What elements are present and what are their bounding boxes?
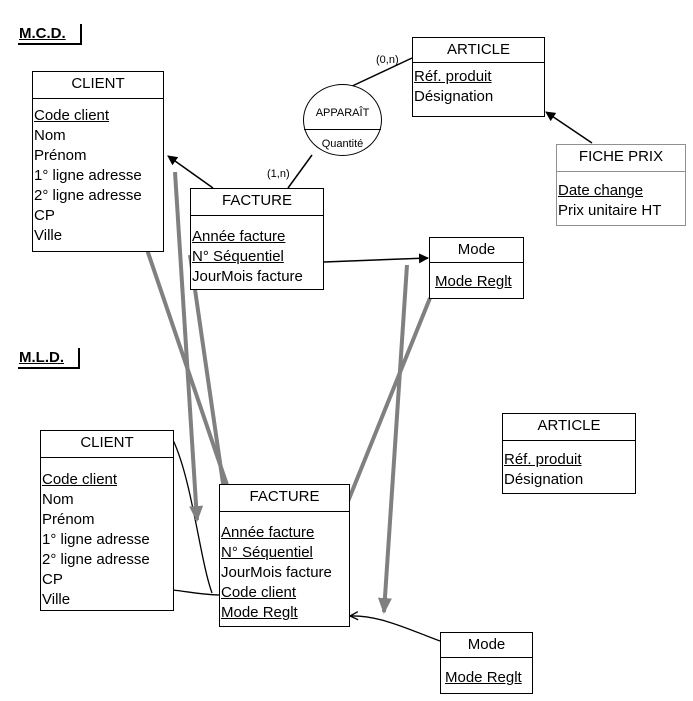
association-name: APPARAÎT <box>315 107 370 119</box>
column-adresse-1: 1° ligne adresse <box>42 531 150 548</box>
entity-title: Mode <box>430 238 523 263</box>
column-cp: CP <box>42 571 63 588</box>
entity-title: FACTURE <box>191 189 323 216</box>
association-property: Quantité <box>321 138 364 150</box>
attribute-sequentiel: N° Séquentiel <box>192 248 284 265</box>
entity-title: CLIENT <box>33 72 163 99</box>
entity-title: FICHE PRIX <box>557 145 685 172</box>
mld-facture-table: FACTURE Année facture N° Séquentiel Jour… <box>219 484 350 627</box>
mcd-facture-entity: FACTURE Année facture N° Séquentiel Jour… <box>190 188 324 290</box>
mld-mode-table: Mode Mode Reglt <box>440 632 533 694</box>
column-jourmois: JourMois facture <box>221 564 332 581</box>
column-designation: Désignation <box>504 471 584 488</box>
mcd-apparait-association: APPARAÎT Quantité <box>303 84 382 156</box>
cardinality-facture: (1,n) <box>267 168 290 180</box>
mcd-fiche-prix-entity: FICHE PRIX Date change Prix unitaire HT <box>556 144 686 226</box>
attribute-code-client: Code client <box>34 107 110 124</box>
column-sequentiel: N° Séquentiel <box>221 544 313 561</box>
mld-article-table: ARTICLE Réf. produit Désignation <box>502 413 636 494</box>
table-title: ARTICLE <box>503 414 635 441</box>
attribute-cp: CP <box>34 207 55 224</box>
attribute-adresse-1: 1° ligne adresse <box>34 167 142 184</box>
mld-client-table: CLIENT Code client Nom Prénom 1° ligne a… <box>40 430 174 611</box>
attribute-jourmois: JourMois facture <box>192 268 303 285</box>
mapping-arrow-client-facture <box>173 171 204 522</box>
column-mode-reglt-fk: Mode Reglt <box>221 604 298 621</box>
attribute-date-change: Date change <box>558 182 644 199</box>
link-fiche-article <box>545 111 593 144</box>
column-prenom: Prénom <box>42 511 95 528</box>
mapping-arrow-mode-table <box>377 264 409 614</box>
table-title: FACTURE <box>220 485 349 512</box>
table-title: Mode <box>441 633 532 658</box>
attribute-designation: Désignation <box>414 88 494 105</box>
attribute-ref-produit: Réf. produit <box>414 68 492 85</box>
link-facture-apparait <box>287 154 313 189</box>
entity-title: ARTICLE <box>446 41 511 58</box>
mld-link-mode-facture <box>350 616 441 642</box>
attribute-prix-unitaire: Prix unitaire HT <box>558 202 662 219</box>
column-ref-produit: Réf. produit <box>504 451 582 468</box>
attribute-annee-facture: Année facture <box>192 228 286 245</box>
attribute-prenom: Prénom <box>34 147 87 164</box>
mld-label: M.L.D. <box>18 348 80 369</box>
column-annee-facture: Année facture <box>221 524 315 541</box>
cardinality-article: (0,n) <box>376 54 399 66</box>
link-facture-mode <box>323 253 429 264</box>
column-code-client: Code client <box>42 471 118 488</box>
mcd-article-entity: ARTICLE Réf. produit Désignation <box>412 37 545 117</box>
column-code-client-fk: Code client <box>221 584 297 601</box>
link-facture-client <box>167 155 214 189</box>
column-nom: Nom <box>42 491 74 508</box>
mcd-mode-entity: Mode Mode Reglt <box>429 237 524 299</box>
column-mode-reglt: Mode Reglt <box>445 669 522 686</box>
column-adresse-2: 2° ligne adresse <box>42 551 150 568</box>
attribute-adresse-2: 2° ligne adresse <box>34 187 142 204</box>
attribute-ville: Ville <box>34 227 63 244</box>
mcd-label: M.C.D. <box>18 24 82 45</box>
mld-link-facture-client <box>172 589 221 596</box>
link-apparait-article <box>347 57 413 89</box>
mcd-client-entity: CLIENT Code client Nom Prénom 1° ligne a… <box>32 71 164 252</box>
table-title: CLIENT <box>41 431 173 458</box>
column-ville: Ville <box>42 591 71 608</box>
attribute-nom: Nom <box>34 127 66 144</box>
attribute-mode-reglt: Mode Reglt <box>435 273 512 290</box>
